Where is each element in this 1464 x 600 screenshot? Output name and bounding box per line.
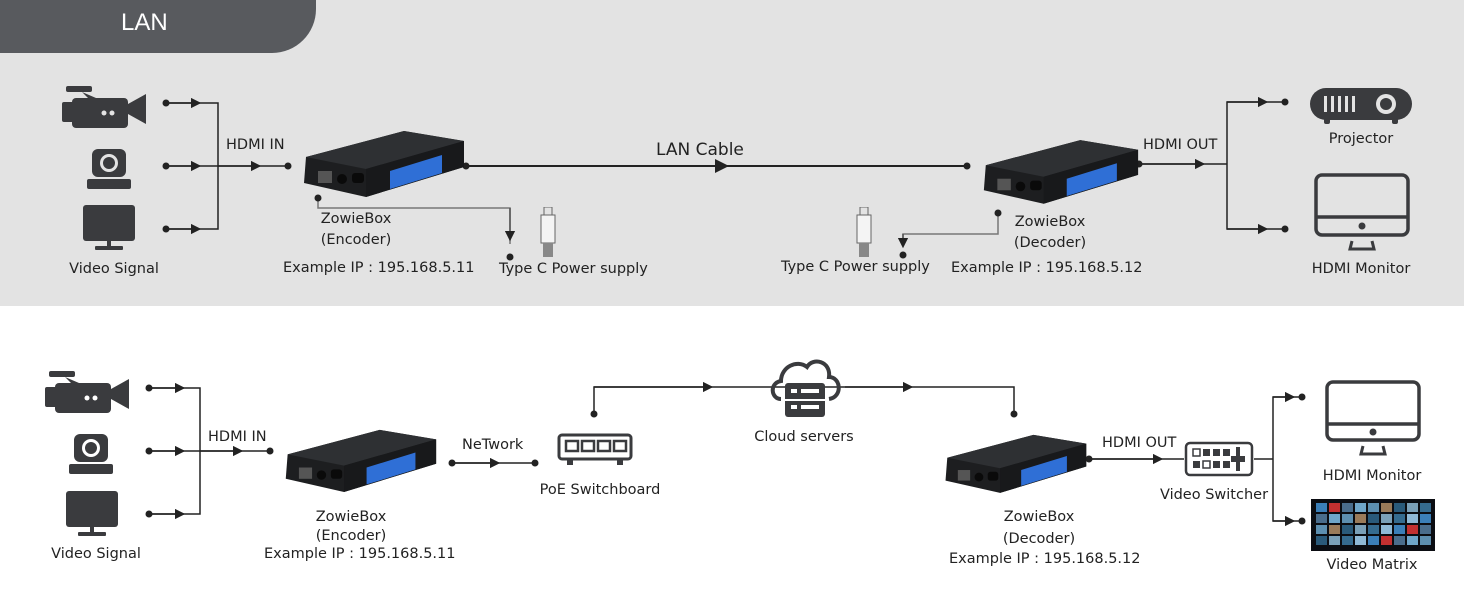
video-wall-tile xyxy=(1407,536,1418,545)
ptz-camera-icon xyxy=(87,149,131,189)
lan-tab: LAN xyxy=(0,0,316,53)
hdmi-monitor-icon xyxy=(1314,173,1410,251)
video-wall-tile xyxy=(1329,514,1340,523)
cloud-output-monitor-label: HDMI Monitor xyxy=(1322,468,1422,484)
lan-encoder-device xyxy=(304,131,464,197)
monitor-icon xyxy=(66,491,118,536)
video-wall-tile xyxy=(1394,514,1405,523)
video-wall-tile xyxy=(1329,503,1340,512)
video-wall-tile xyxy=(1420,514,1431,523)
cloud-video-signal-label: Video Signal xyxy=(51,546,141,562)
lan-decoder-role: (Decoder) xyxy=(1013,235,1087,251)
type-c-cable-icon xyxy=(856,207,872,257)
network-label: NeTwork xyxy=(462,437,524,453)
lan-encoder-power-label: Type C Power supply xyxy=(499,261,648,277)
lan-output-projector-label: Projector xyxy=(1328,131,1394,147)
video-wall-tile xyxy=(1342,514,1353,523)
lan-hdmi-out-label: HDMI OUT xyxy=(1143,137,1218,153)
video-wall-tile xyxy=(1355,525,1366,534)
video-wall-tile xyxy=(1355,536,1366,545)
video-wall-tile xyxy=(1329,525,1340,534)
video-switcher-icon xyxy=(1184,441,1254,477)
video-wall-tile xyxy=(1407,525,1418,534)
type-c-cable-icon xyxy=(540,207,556,257)
cloud-hdmi-out-label: HDMI OUT xyxy=(1102,435,1177,451)
cloud-encoder-ip: Example IP : 195.168.5.11 xyxy=(264,546,456,562)
cloud-decoder-device xyxy=(945,434,1087,493)
cloud-encoder-name: ZowieBox xyxy=(315,509,387,525)
video-wall-tile xyxy=(1368,525,1379,534)
video-wall-tile xyxy=(1394,536,1405,545)
lan-decoder-power-label: Type C Power supply xyxy=(781,259,930,275)
video-switcher-label: Video Switcher xyxy=(1159,487,1269,503)
video-wall-tile xyxy=(1368,514,1379,523)
video-wall-tile xyxy=(1342,503,1353,512)
video-camera-icon xyxy=(62,86,146,128)
lan-tab-label: LAN xyxy=(121,9,168,36)
video-wall-tile xyxy=(1394,503,1405,512)
video-wall-tile xyxy=(1316,536,1327,545)
lan-decoder-device xyxy=(983,140,1139,204)
video-wall-tile xyxy=(1420,536,1431,545)
lan-encoder-name: ZowieBox xyxy=(320,211,392,227)
cloud-servers-label: Cloud servers xyxy=(754,429,854,445)
video-wall-tile xyxy=(1316,514,1327,523)
video-wall-tile xyxy=(1342,536,1353,545)
video-wall-tile xyxy=(1355,514,1366,523)
poe-switch-icon xyxy=(557,433,633,465)
video-wall-tile xyxy=(1355,503,1366,512)
video-matrix-icon xyxy=(1311,499,1435,551)
lan-output-monitor-label: HDMI Monitor xyxy=(1311,261,1411,277)
video-wall-tile xyxy=(1381,503,1392,512)
lan-decoder-ip: Example IP : 195.168.5.12 xyxy=(951,260,1143,276)
lan-hdmi-in-label: HDMI IN xyxy=(226,137,285,153)
cloud-decoder-role: (Decoder) xyxy=(1002,531,1076,547)
lan-decoder-name: ZowieBox xyxy=(1014,214,1086,230)
hdmi-monitor-icon xyxy=(1325,380,1421,456)
cloud-server-icon xyxy=(770,359,841,417)
video-wall-tile xyxy=(1420,503,1431,512)
video-wall-tile xyxy=(1420,525,1431,534)
video-wall-tile xyxy=(1407,514,1418,523)
projector-icon xyxy=(1310,88,1412,124)
poe-switch-label: PoE Switchboard xyxy=(539,482,661,498)
cloud-output-matrix-label: Video Matrix xyxy=(1326,557,1418,573)
lan-encoder-role: (Encoder) xyxy=(320,232,392,248)
video-wall-tile xyxy=(1381,536,1392,545)
lan-encoder-ip: Example IP : 195.168.5.11 xyxy=(283,260,475,276)
lan-video-signal-label: Video Signal xyxy=(69,261,159,277)
video-wall-tile xyxy=(1394,525,1405,534)
video-wall-tile xyxy=(1342,525,1353,534)
video-wall-tile xyxy=(1381,514,1392,523)
video-wall-tile xyxy=(1381,525,1392,534)
video-wall-tile xyxy=(1368,536,1379,545)
cloud-encoder-device xyxy=(285,429,437,492)
video-wall-tile xyxy=(1407,503,1418,512)
cloud-encoder-role: (Encoder) xyxy=(315,528,387,544)
video-wall-tile xyxy=(1316,525,1327,534)
ptz-camera-icon xyxy=(69,434,113,474)
lan-cable-label: LAN Cable xyxy=(656,140,744,160)
video-wall-tile xyxy=(1368,503,1379,512)
video-camera-icon xyxy=(45,371,129,413)
video-wall-tile xyxy=(1316,503,1327,512)
video-wall-tile xyxy=(1329,536,1340,545)
monitor-icon xyxy=(83,205,135,250)
cloud-decoder-ip: Example IP : 195.168.5.12 xyxy=(949,551,1141,567)
cloud-decoder-name: ZowieBox xyxy=(1003,509,1075,525)
cloud-hdmi-in-label: HDMI IN xyxy=(208,429,267,445)
